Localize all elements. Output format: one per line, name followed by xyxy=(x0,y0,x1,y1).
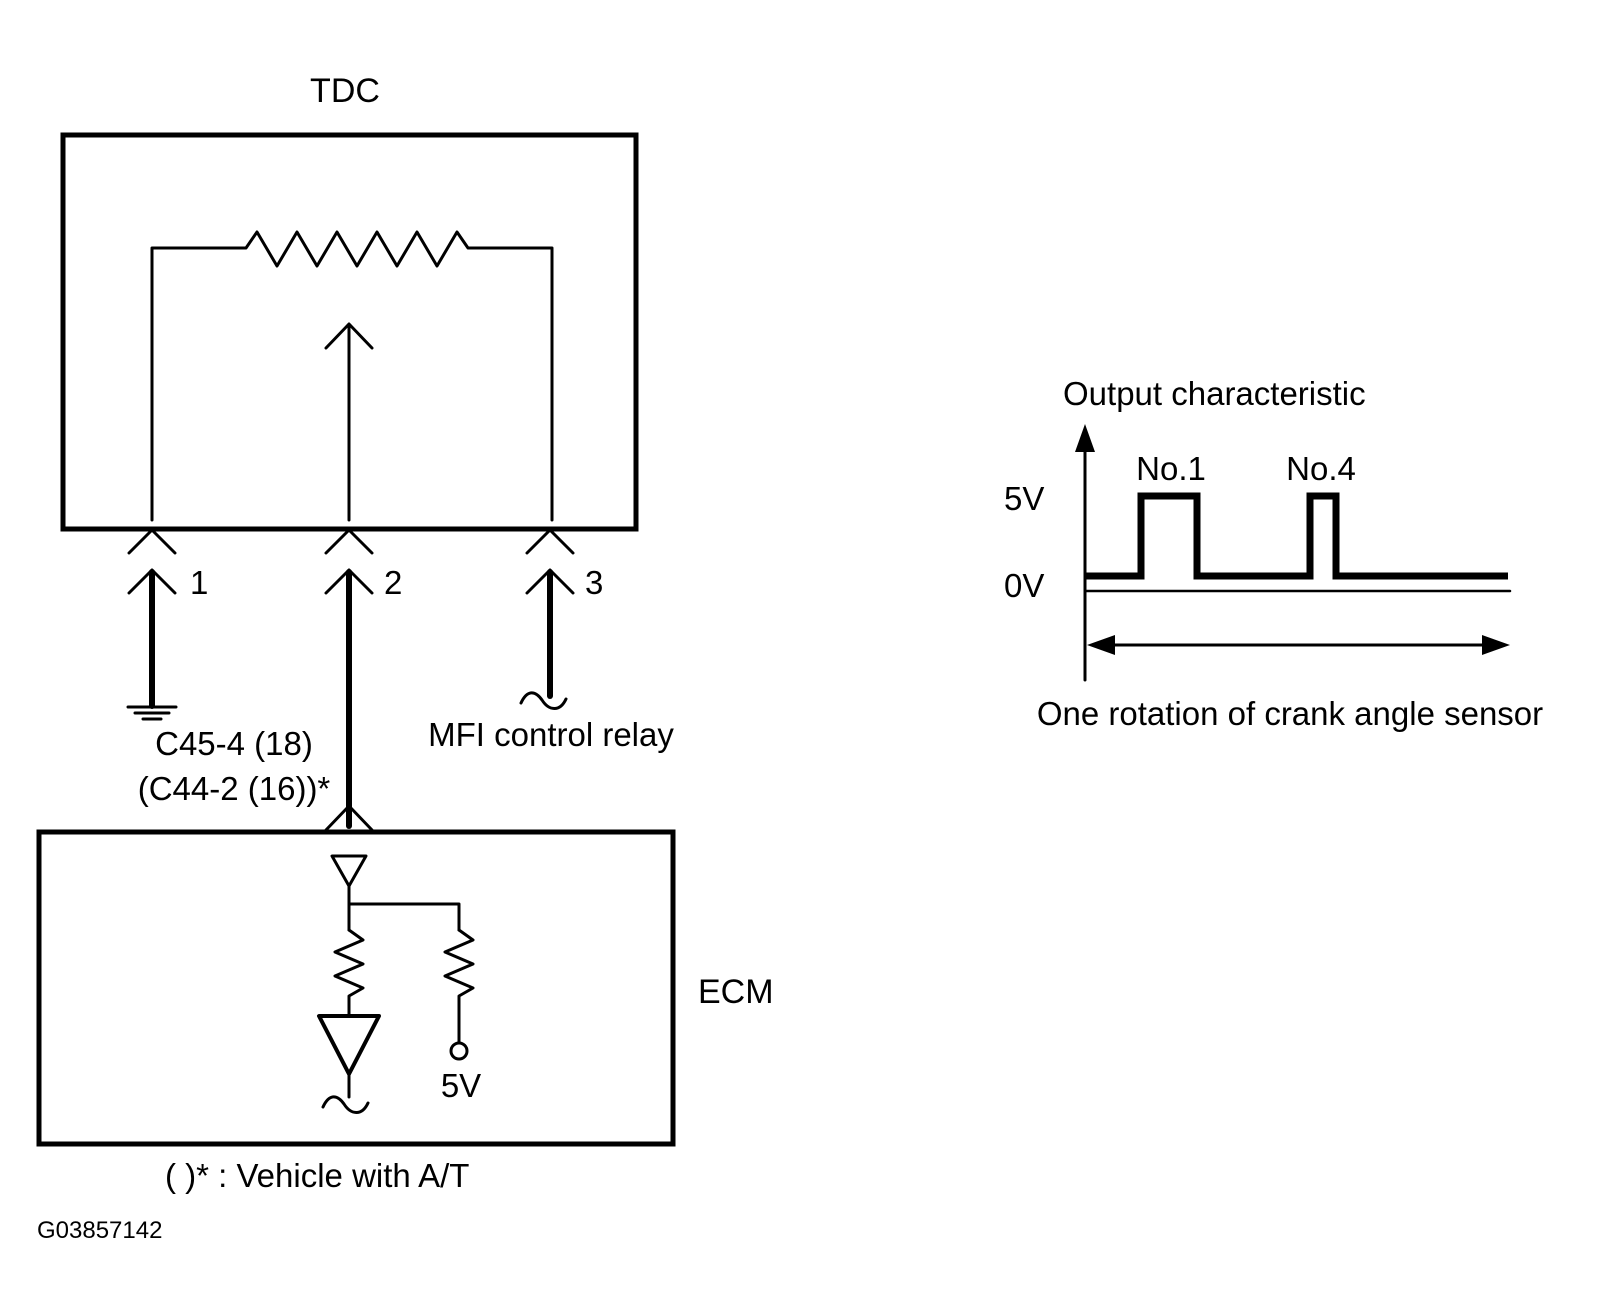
output-chart-0v-label: 0V xyxy=(1004,567,1044,604)
tdc-label: TDC xyxy=(310,72,380,110)
connector-pin-3-symbol xyxy=(525,528,575,555)
connector-pin-3-label: 3 xyxy=(585,564,603,601)
ecm-series-resistor-symbol xyxy=(333,928,365,1016)
ecm-connector-symbol xyxy=(324,804,374,832)
ecm-box xyxy=(36,829,676,1147)
relay-supply-symbol xyxy=(519,691,568,710)
connector-pin-2-label: 2 xyxy=(384,564,402,601)
ground-connector-line2: (C44-2 (16))* xyxy=(138,770,331,807)
ground-connector-line1: C45-4 (18) xyxy=(155,725,313,762)
output-chart-waveform xyxy=(1085,492,1508,580)
output-chart-5v-label: 5V xyxy=(1004,480,1044,517)
tdc-resistor-symbol xyxy=(150,230,554,522)
output-chart-pulse-no1-label: No.1 xyxy=(1136,450,1206,487)
output-chart-span-arrow-left xyxy=(1087,635,1115,655)
connector-pin-2-symbol xyxy=(324,528,374,555)
ecm-5v-label: 5V xyxy=(441,1067,481,1104)
ground-symbol xyxy=(126,705,178,721)
ecm-ground-supply-symbol xyxy=(321,1095,370,1114)
footnote: ( )* : Vehicle with A/T xyxy=(165,1157,469,1194)
output-chart-title: Output characteristic xyxy=(1063,375,1366,412)
ecm-amplifier-symbol xyxy=(317,1014,381,1076)
ecm-input-buffer-symbol xyxy=(330,854,368,888)
ecm-pullup-resistor-symbol xyxy=(443,928,475,1045)
tdc-wiper-arrowhead xyxy=(324,322,374,350)
connector-pin-1-symbol xyxy=(127,528,177,555)
output-chart-y-axis-arrowhead xyxy=(1075,424,1095,452)
relay-label: MFI control relay xyxy=(428,716,674,753)
figure-id: G03857142 xyxy=(37,1217,162,1244)
ecm-5v-terminal xyxy=(449,1041,469,1061)
output-chart-pulse-no4-label: No.4 xyxy=(1286,450,1356,487)
ecm-pullup-branch xyxy=(347,902,461,932)
ecm-label: ECM xyxy=(698,973,774,1011)
output-chart-span-arrow-right xyxy=(1482,635,1510,655)
connector-pin-1-label: 1 xyxy=(190,564,208,601)
output-chart-rotation-label: One rotation of crank angle sensor xyxy=(1037,695,1543,732)
